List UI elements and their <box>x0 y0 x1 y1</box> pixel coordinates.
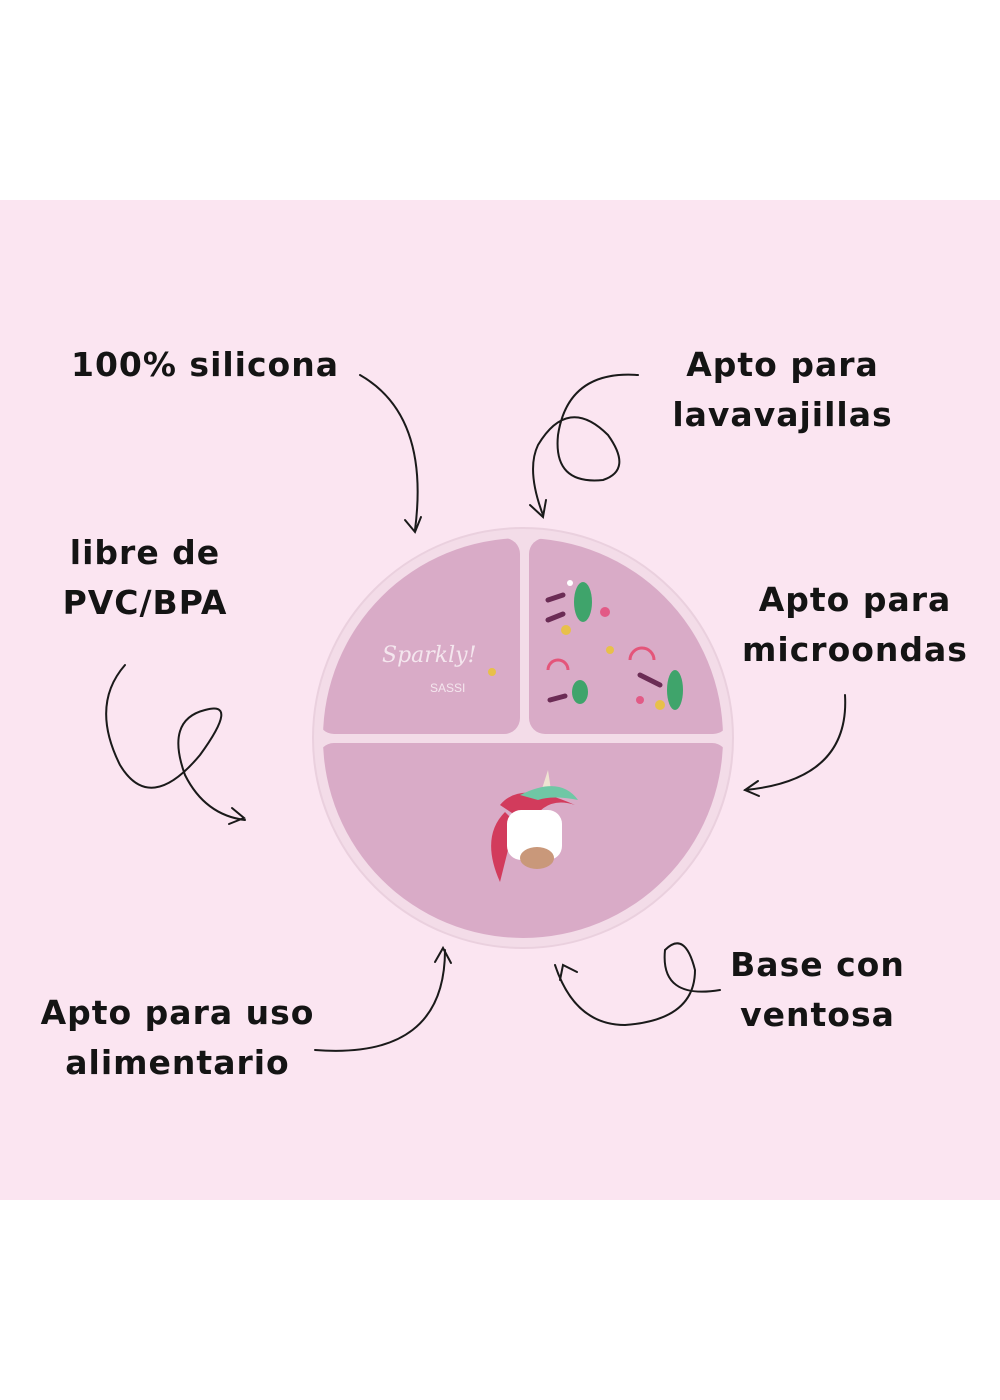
feature-text: Base con <box>730 945 905 984</box>
feature-text: lavavajillas <box>672 395 893 434</box>
divided-plate: Sparkly! SASSI <box>312 527 734 949</box>
unicorn-illustration <box>491 770 578 882</box>
feature-text: Apto para <box>686 345 879 384</box>
feature-text: PVC/BPA <box>62 583 228 622</box>
feature-silicone: 100% silicona <box>60 340 350 390</box>
feature-food-use: Apto para uso alimentario <box>30 988 325 1088</box>
feature-text: alimentario <box>65 1043 290 1082</box>
feature-text: Apto para uso <box>40 993 315 1032</box>
feature-suction: Base con ventosa <box>715 940 920 1040</box>
arrow-silicone <box>359 374 422 534</box>
feature-pvc-bpa: libre de PVC/BPA <box>40 528 250 628</box>
arrow-pvc-bpa <box>105 664 246 825</box>
arrow-dishwasher <box>529 373 639 519</box>
arrow-suction <box>554 942 721 1027</box>
logo-script-text: Sparkly! <box>382 643 476 668</box>
feature-text: libre de <box>69 533 221 572</box>
feature-text: 100% silicona <box>70 345 339 384</box>
arrows <box>105 373 847 1052</box>
arrow-microwave <box>742 694 847 797</box>
feature-text: microondas <box>742 630 968 669</box>
feature-dishwasher: Apto para lavavajillas <box>650 340 915 440</box>
feature-text: ventosa <box>740 995 895 1034</box>
feature-microwave: Apto para microondas <box>735 575 975 675</box>
arrow-food-use <box>314 945 452 1052</box>
sassi-logo: Sparkly! SASSI <box>382 643 496 695</box>
feature-text: Apto para <box>758 580 952 619</box>
floral-pattern <box>545 580 683 710</box>
logo-brand-text: SASSI <box>430 681 465 695</box>
